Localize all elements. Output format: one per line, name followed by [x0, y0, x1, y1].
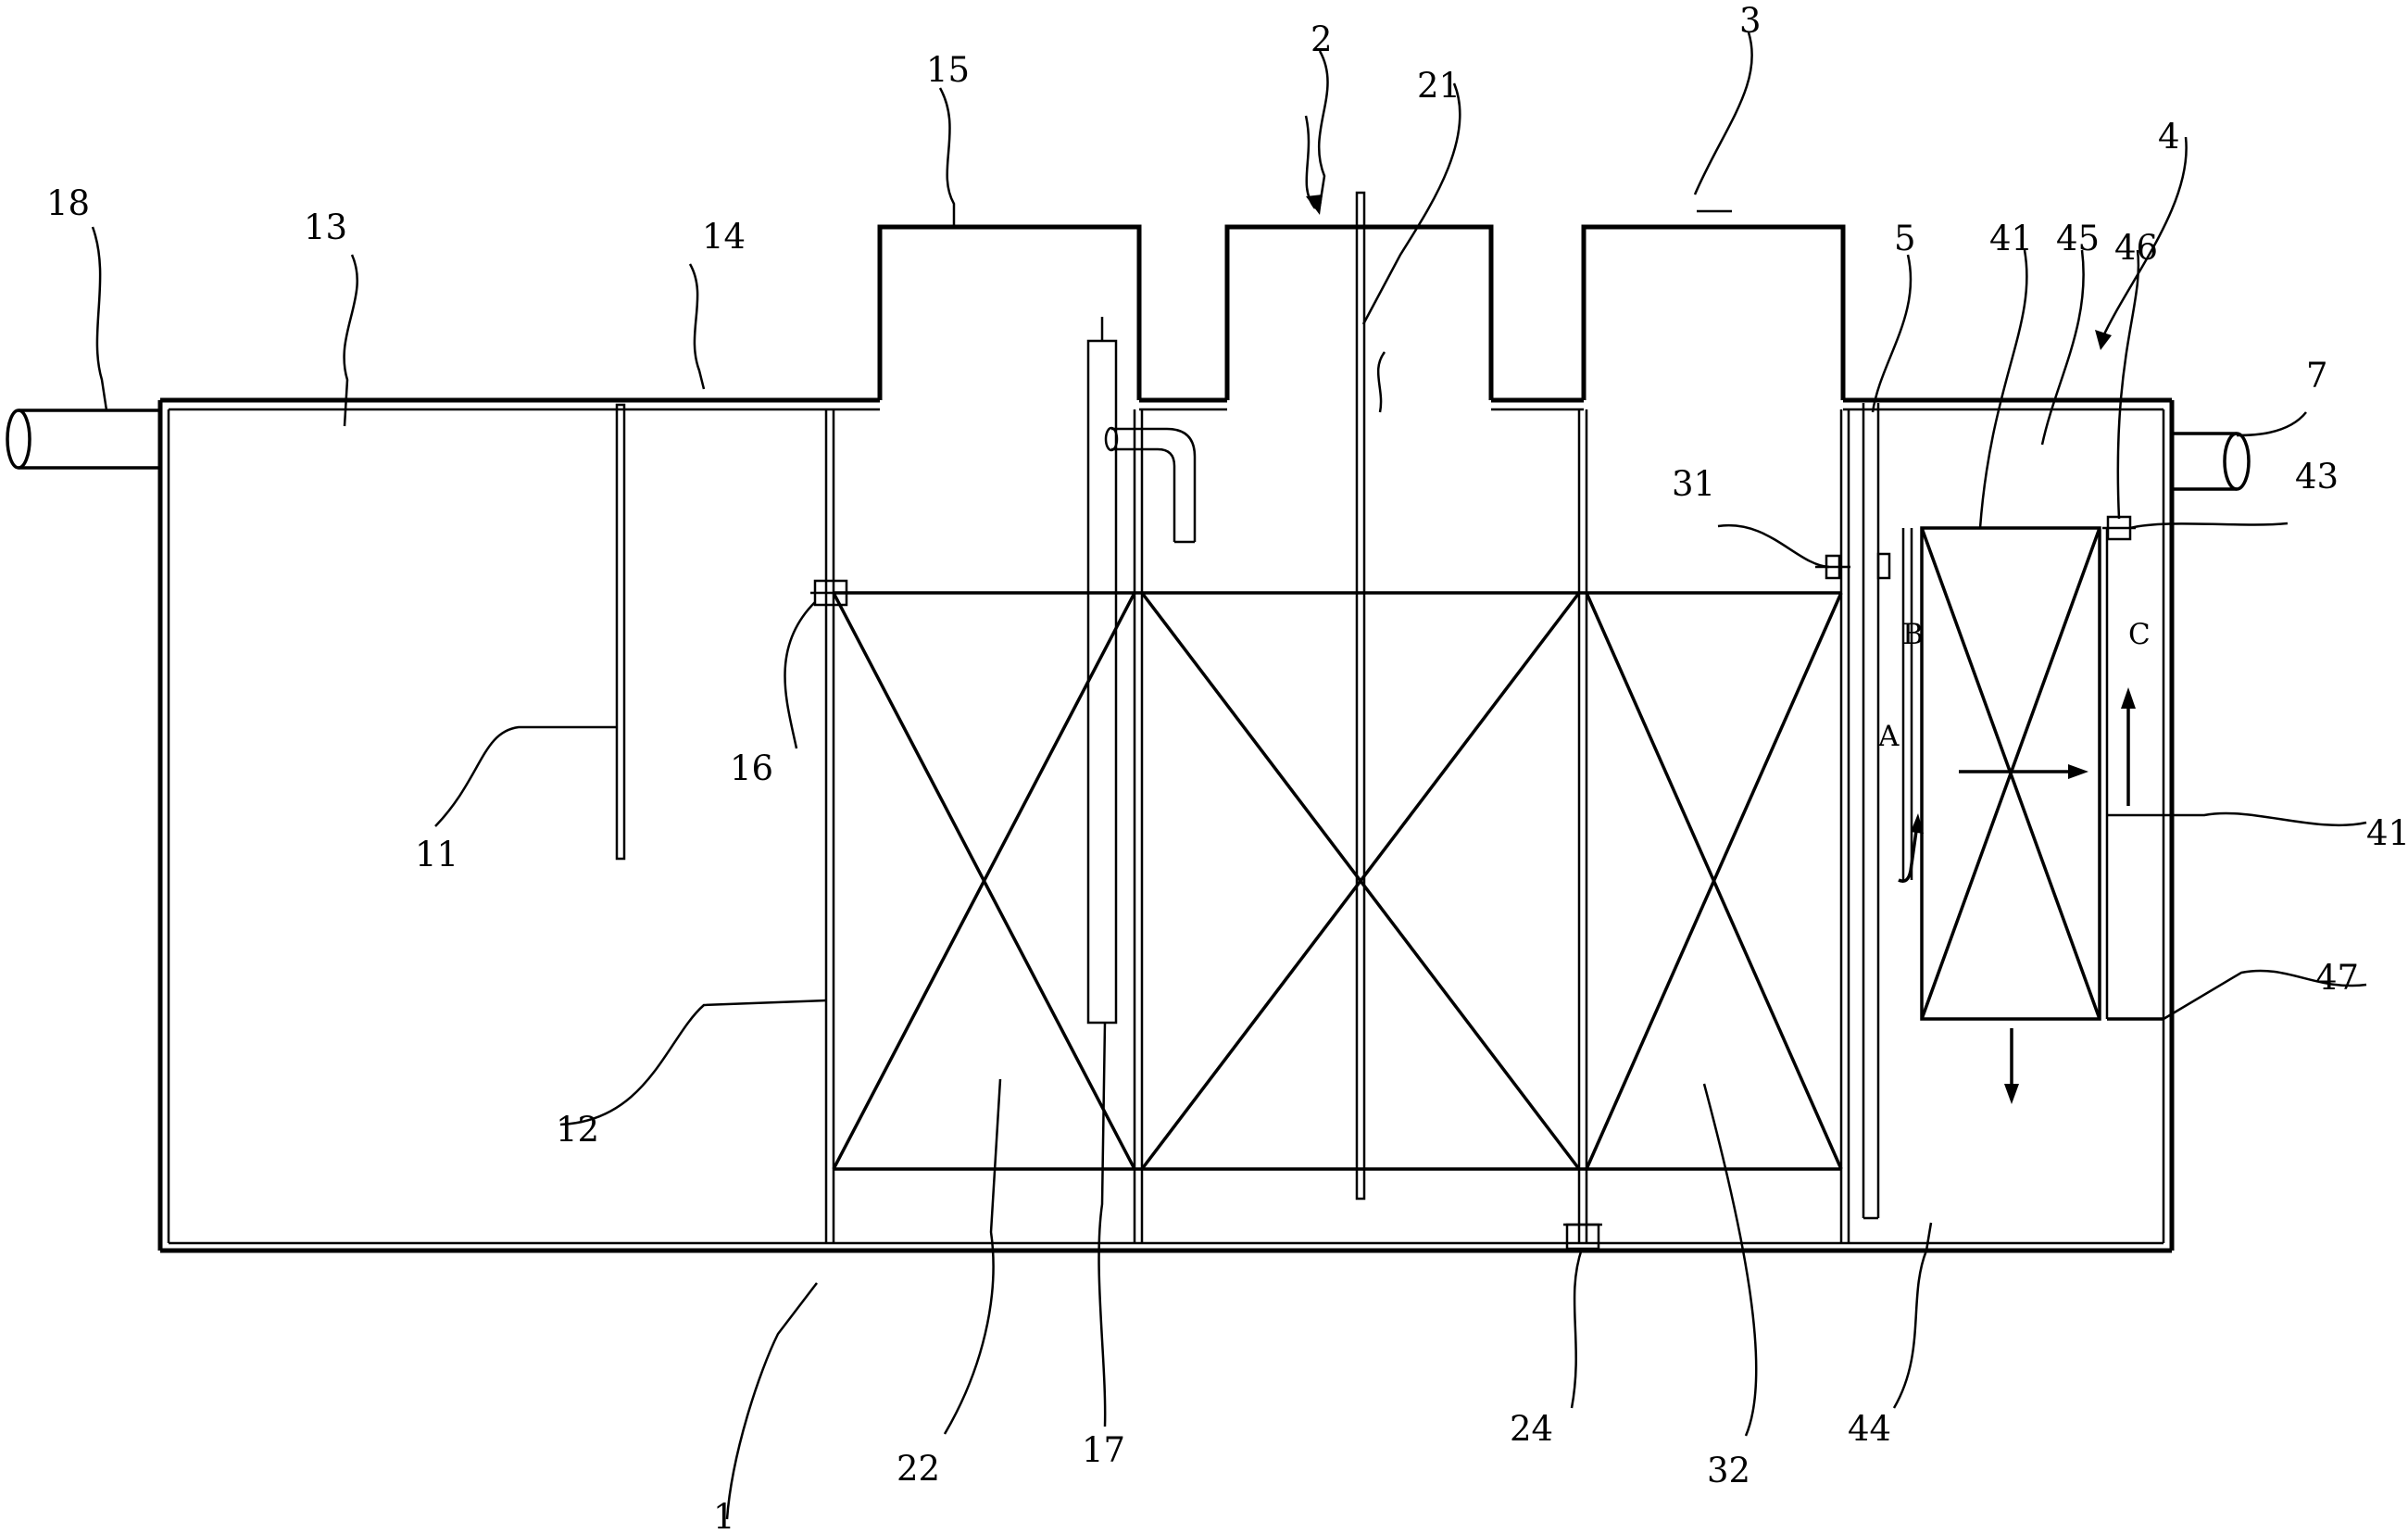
riser-tube: [1086, 317, 1118, 1025]
label-12: 12: [556, 1110, 599, 1150]
label-2: 2: [1311, 19, 1333, 59]
label-21: 21: [1417, 66, 1461, 106]
label-47: 47: [2315, 958, 2359, 998]
flow-arrows: [1898, 687, 2136, 1104]
label-41-right: 41: [2366, 813, 2408, 853]
tower-3: [1581, 224, 1846, 400]
pipe-5: [1862, 403, 1880, 1220]
filler-media-region: [832, 591, 1843, 1171]
baffle-plate: [615, 403, 626, 861]
label-44: 44: [1848, 1409, 1891, 1449]
label-45: 45: [2056, 219, 2100, 258]
label-B: B: [1902, 618, 1924, 651]
label-5: 5: [1894, 219, 1916, 258]
tank-outline: [157, 397, 2175, 1253]
label-31: 31: [1672, 464, 1715, 504]
reference-labels: 18 13 14 15 2 21 3 4 5 41 45 46 7 43 31 …: [46, 1, 2408, 1534]
outlet-pipe: [2172, 432, 2251, 491]
label-15: 15: [926, 50, 970, 90]
valve-16: [810, 579, 852, 607]
leader-lines: [91, 31, 2367, 1520]
tower-2: [1224, 224, 1494, 400]
label-11: 11: [415, 835, 458, 874]
label-41-top: 41: [1989, 219, 2033, 258]
label-32: 32: [1707, 1451, 1750, 1490]
label-22: 22: [897, 1449, 940, 1489]
inlet-pipe: [6, 409, 160, 470]
label-A: A: [1877, 720, 1900, 753]
label-18: 18: [46, 183, 90, 223]
label-16: 16: [730, 748, 773, 788]
label-46: 46: [2114, 228, 2158, 268]
label-4: 4: [2158, 117, 2180, 157]
label-1: 1: [713, 1497, 735, 1534]
label-43: 43: [2295, 457, 2339, 497]
central-rod: [1355, 191, 1366, 1201]
label-17: 17: [1082, 1430, 1125, 1470]
label-13: 13: [304, 207, 347, 247]
label-14: 14: [702, 217, 746, 257]
label-3: 3: [1739, 1, 1762, 41]
label-24: 24: [1510, 1409, 1553, 1449]
tower-15: [877, 224, 1142, 400]
separator-plates: [1901, 526, 2163, 1021]
label-C: C: [2128, 618, 2151, 651]
label-7: 7: [2306, 356, 2328, 396]
bent-pipe: [1104, 426, 1197, 544]
valve-24: [1563, 1223, 1602, 1251]
partition-walls: [824, 409, 1850, 1243]
